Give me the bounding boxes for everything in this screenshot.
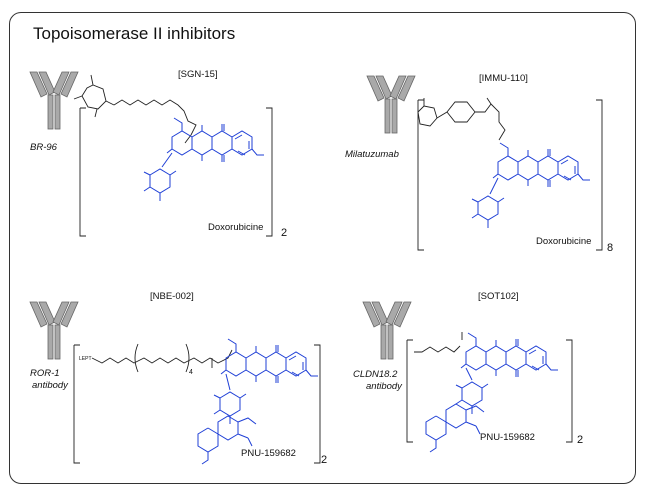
antibody-label: BR-96 [30,142,58,153]
panel-code-label: [SOT102] [478,291,519,302]
payload-label: PNU-159682 [241,448,296,459]
payload-label: Doxorubicine [208,222,263,233]
panel-sot102: [SOT102] CLDN18.2 antibody PNU-159682 2 [353,291,583,453]
antibody-icon [366,75,416,134]
antibody-icon [29,71,79,130]
panel-code-label: [SGN-15] [178,69,218,80]
panel-sgn-15: [SGN-15] BR-96 Doxorubicine 2 [29,69,287,239]
dar-label: 2 [281,227,287,239]
antibody-label-line-1: CLDN18.2 [353,369,398,380]
panel-code-label: [IMMU-110] [479,73,528,84]
linker-tag-label: LEPT [79,356,92,362]
antibody-label-line-1: ROR-1 [30,368,60,379]
panel-immu-110: [IMMU-110] Milatuzumab Doxorubicine 8 [345,73,613,254]
figure-title: Topoisomerase II inhibitors [33,24,236,43]
repeat-count-label: 4 [189,369,193,376]
payload-label: Doxorubicine [536,236,591,247]
antibody-icon [29,301,79,360]
antibody-label: Milatuzumab [345,149,399,160]
dar-label: 2 [577,434,583,446]
antibody-label-line-2: antibody [32,380,69,391]
antibody-label-line-2: antibody [366,381,403,392]
dar-label: 8 [607,242,613,254]
figure-frame [9,12,636,484]
dar-label: 2 [321,454,327,466]
panel-nbe-002: [NBE-002] ROR-1 antibody LEPT 4 PNU-1596… [29,291,327,466]
panel-code-label: [NBE-002] [150,291,194,302]
antibody-icon [362,301,412,360]
payload-label: PNU-159682 [480,432,535,443]
